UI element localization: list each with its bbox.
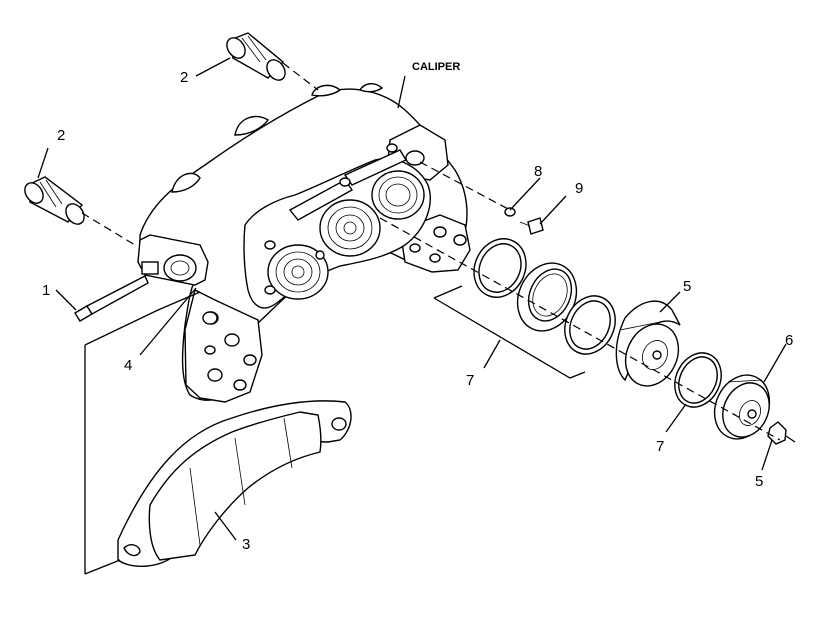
caliper-body: [137, 83, 471, 403]
seal-ring-outer: [674, 352, 722, 408]
washer-part-8: [504, 207, 516, 217]
piston-bore-right: [371, 170, 425, 220]
piston-bore-left: [267, 244, 329, 300]
seal-ring-medium: [564, 295, 616, 355]
callout-9: 9: [575, 180, 583, 197]
seal-ring-small: [473, 238, 527, 298]
piston-cap-part-6: [713, 374, 771, 440]
dust-boot: [516, 262, 578, 332]
callout-5-lower: 5: [755, 473, 763, 490]
callout-7-left: 7: [466, 372, 474, 389]
fitting-part-5: [767, 421, 796, 445]
nut-part-4: [202, 311, 218, 325]
callout-3: 3: [242, 536, 250, 553]
callout-4: 4: [124, 357, 132, 374]
bolt-part-9: [519, 217, 544, 235]
callout-8: 8: [534, 163, 542, 180]
callout-2-lower: 2: [57, 127, 65, 144]
piston-part-5: [615, 300, 681, 387]
callout-7-right: 7: [656, 438, 664, 455]
bolt-part-1: [74, 275, 149, 322]
callout-6: 6: [785, 332, 793, 349]
callout-2-upper: 2: [180, 69, 188, 86]
callout-5-upper: 5: [683, 278, 691, 295]
piston-bore-center: [319, 199, 381, 257]
brake-pad-part-3: [117, 400, 352, 568]
guide-pin-lower: [24, 176, 85, 225]
callout-1: 1: [42, 282, 50, 299]
guide-pin-upper: [226, 32, 286, 81]
caliper-caption: CALIPER: [412, 61, 460, 73]
